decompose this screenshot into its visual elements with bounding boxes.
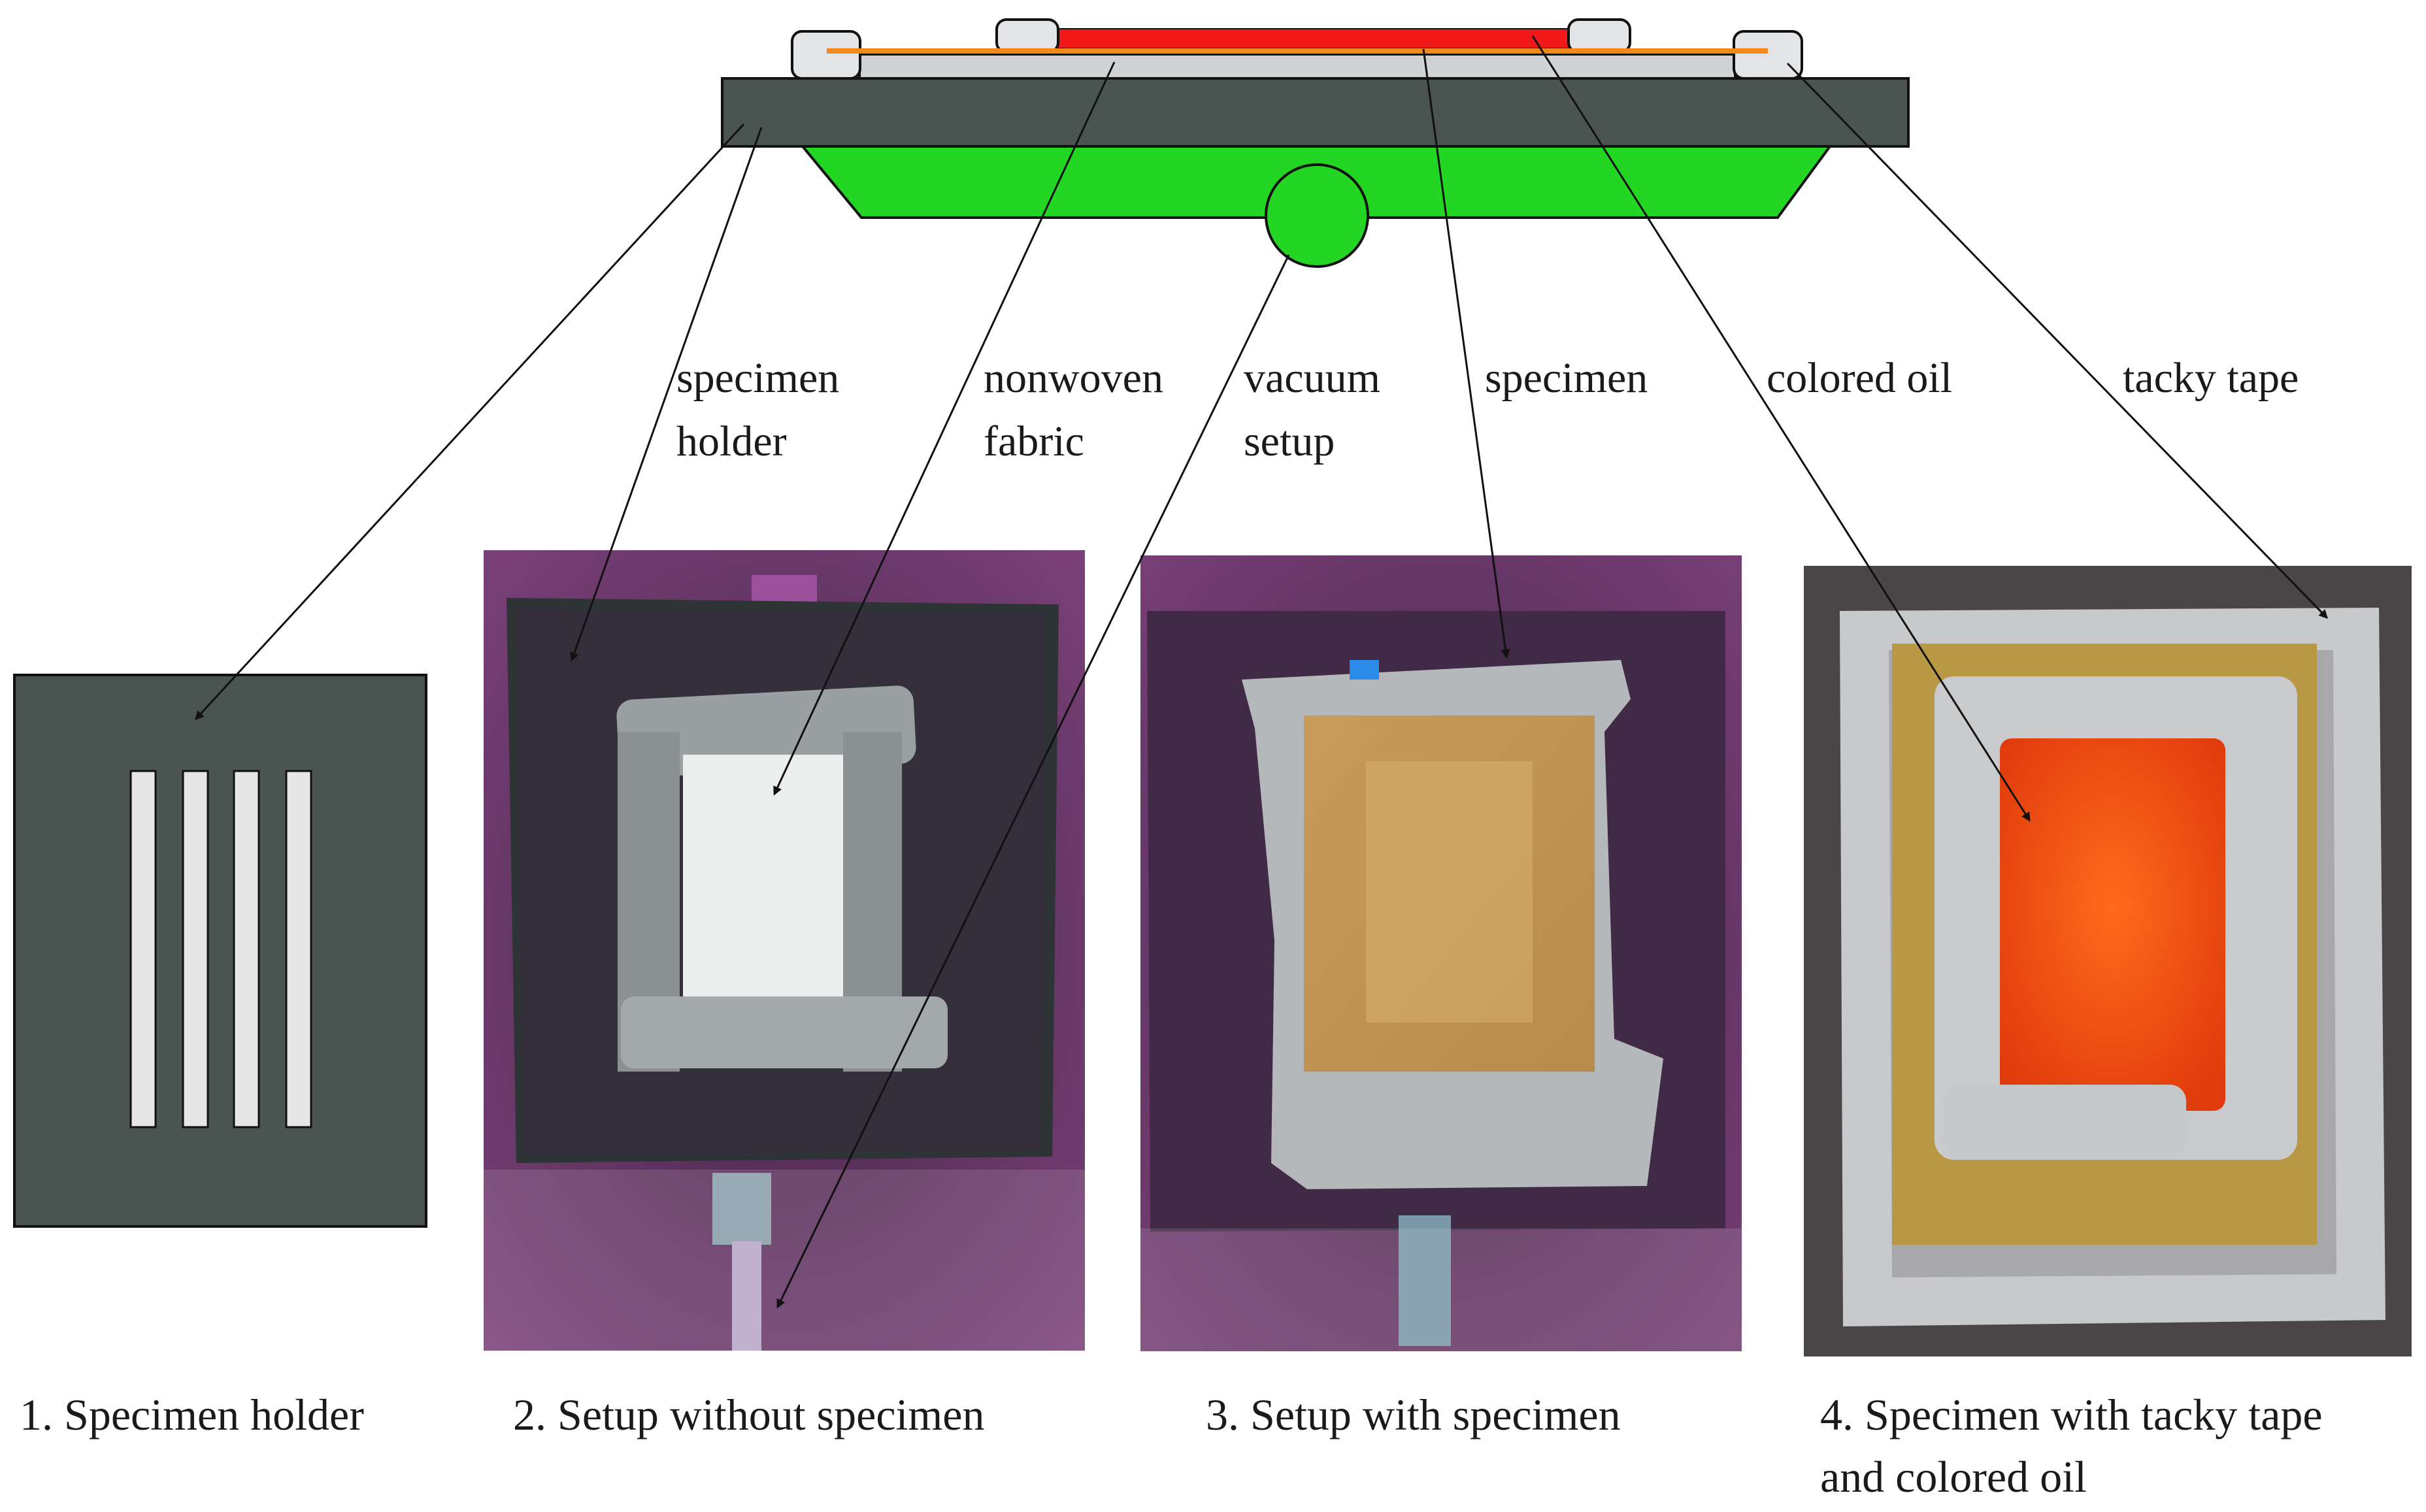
caption-panel-4: 4. Specimen with tacky tape and colored …	[1820, 1390, 2323, 1502]
label-specimen: specimen	[1485, 354, 1648, 402]
arrow-holder-to-panel-1	[194, 123, 745, 721]
nonwoven-fabric-layer	[858, 53, 1736, 80]
holder-plate	[721, 77, 1910, 148]
label-tacky-tape: tacky tape	[2123, 354, 2299, 402]
label-colored-oil: colored oil	[1767, 354, 1953, 402]
vacuum-port	[1265, 163, 1369, 268]
arrow-tape-to-panel-4	[1786, 62, 2329, 619]
tacky-tape-left-outer	[791, 30, 861, 80]
holder-slot	[233, 770, 260, 1128]
oil-layer	[1025, 28, 1602, 49]
caption-panel-1: 1. Specimen holder	[20, 1390, 364, 1439]
arrow-specimen-to-panel-3	[1422, 48, 1510, 659]
caption-panel-3: 3. Setup with specimen	[1206, 1390, 1621, 1439]
arrow-fabric-to-panel-2	[773, 61, 1116, 796]
caption-panel-2: 2. Setup without specimen	[513, 1390, 985, 1439]
label-specimen-holder: specimen holder	[676, 354, 840, 465]
arrow-oil-to-panel-4	[1531, 35, 2031, 822]
cross-section-diagram	[721, 18, 1910, 268]
tacky-tape-right-outer	[1733, 30, 1803, 80]
holder-slot	[182, 770, 209, 1128]
panel-1-specimen-holder	[13, 674, 427, 1228]
tacky-tape-right-inner	[1567, 18, 1631, 54]
holder-plate-top-view	[13, 674, 427, 1228]
panel-2-photo-setup-without-specimen	[484, 550, 1085, 1351]
holder-slot	[285, 770, 312, 1128]
label-vacuum-setup: vacuum setup	[1244, 354, 1380, 465]
holder-slot	[129, 770, 157, 1128]
panel-3-photo-setup-with-specimen	[1140, 555, 1742, 1351]
arrow-holder-to-panel-2	[570, 127, 763, 662]
leader-arrows	[194, 35, 2329, 1309]
panel-4-photo-specimen-tacky-tape-oil	[1804, 566, 2412, 1356]
arrow-vacuum-to-panel-2	[776, 254, 1290, 1309]
tacky-tape-left-inner	[995, 18, 1059, 54]
label-nonwoven-fabric: nonwoven fabric	[984, 354, 1163, 465]
